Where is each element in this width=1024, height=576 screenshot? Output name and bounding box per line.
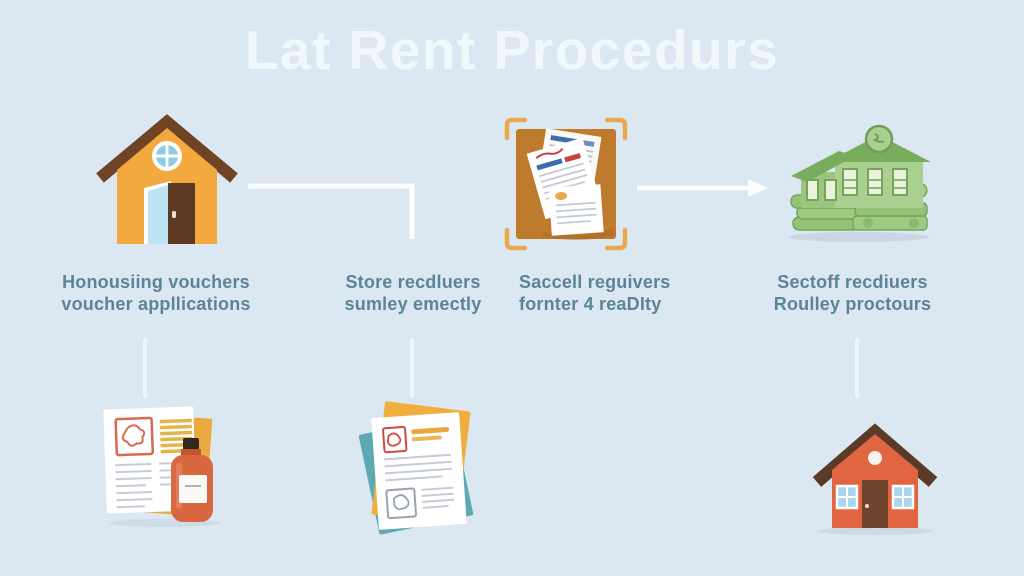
label-line: Saccell reguivers (519, 272, 671, 292)
step-label-1: Honousiing vouchers voucher appllication… (40, 271, 272, 316)
label-line: voucher appllications (61, 294, 251, 315)
red-house-icon (812, 423, 938, 535)
windows (835, 484, 915, 510)
attic-window (868, 451, 882, 465)
shadow (817, 527, 933, 535)
documents-and-bottle-icon (103, 406, 221, 527)
stamp-outline (382, 426, 408, 454)
house-roof (812, 423, 938, 487)
medicine-bottle (171, 438, 213, 522)
vertical-connector-1 (143, 338, 147, 398)
label-line: Honousiing vouchers (62, 272, 250, 292)
label-line: Store recdluers (345, 272, 481, 292)
house-roof (96, 114, 238, 183)
open-doorway (148, 185, 168, 244)
green-house (791, 124, 931, 208)
label-line: sumley emectly (344, 294, 482, 315)
text-lines (384, 453, 452, 482)
step-label-4: Sectoff recdiuers Roulley proctours (760, 271, 945, 316)
step-label-2: Store recdluers sumley emectly (332, 271, 494, 316)
highlight-line (411, 426, 450, 435)
roof-emblem (864, 124, 894, 154)
vertical-connector-3 (855, 338, 859, 398)
highlight-lines (159, 418, 193, 454)
bottle-cap (183, 438, 199, 450)
corner-brackets (504, 117, 628, 251)
vertical-connector-2 (410, 338, 414, 398)
figure-box (385, 487, 418, 520)
step-label-3: Saccell reguivers fornter 4 reaDIty (519, 271, 699, 316)
stamp-outline (114, 416, 155, 457)
money-house-icon (789, 124, 931, 242)
bottle-label (179, 475, 207, 503)
pinned-papers (526, 128, 604, 236)
shadow (789, 232, 929, 242)
arrow-right-icon (637, 179, 768, 197)
label-line: Sectoff recdiuers (777, 272, 928, 292)
elbow-connector-line (248, 183, 415, 239)
stacked-papers-icon (358, 401, 474, 535)
page-title: Lat Rent Procedurs (244, 19, 780, 81)
yellow-house-icon (96, 114, 238, 244)
white-document (371, 412, 467, 530)
label-line: Roulley proctours (773, 294, 932, 315)
house-door (862, 480, 888, 528)
label-line: fornter 4 reaDIty (519, 294, 662, 315)
bulletin-board-icon (504, 117, 628, 251)
